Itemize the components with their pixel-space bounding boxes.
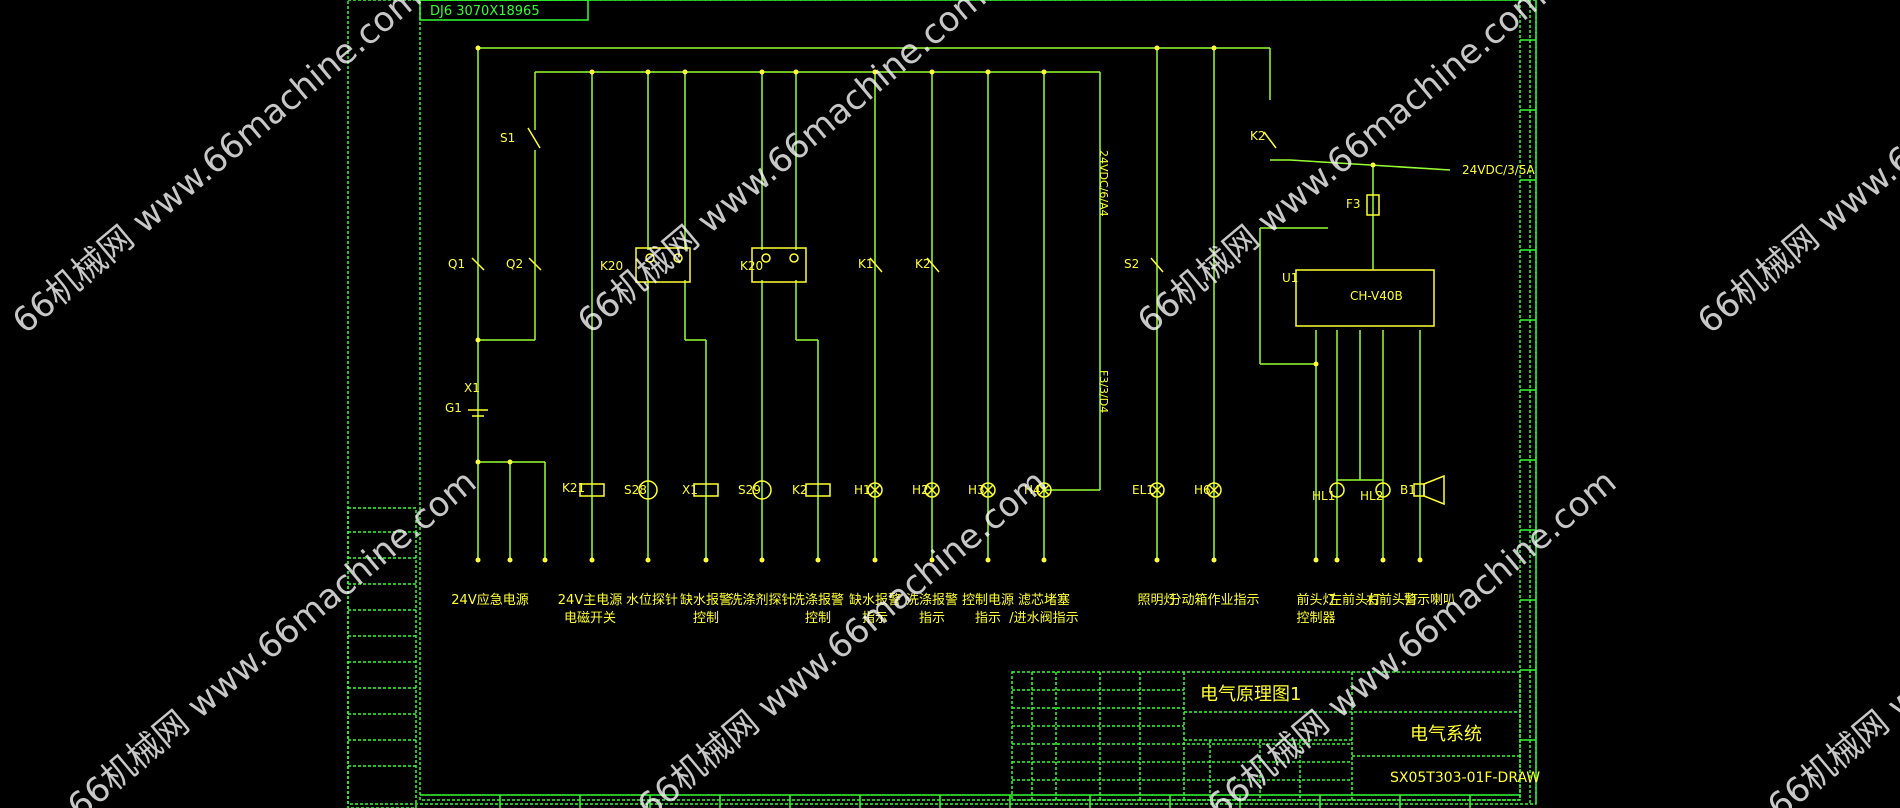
- sensor-s28: S28: [624, 480, 658, 500]
- label-q1: Q1: [448, 257, 465, 271]
- fuse-f3: F3: [1346, 194, 1380, 216]
- section-label-right-light: 右前头灯: [1366, 592, 1418, 608]
- lamp-hl1: HL1: [1312, 482, 1345, 503]
- label-q2: Q2: [506, 257, 523, 271]
- title-block-drawing-number: SX05T303-01F-DRAW: [1390, 770, 1540, 786]
- sensor-s29: S29: [738, 480, 772, 500]
- watermark-2: 66机械网 www.66machine.com: [570, 0, 994, 342]
- watermark-4: 66机械网 www.66machine.com: [1690, 0, 1900, 342]
- title-block-drawing-name: 电气系统: [1410, 724, 1482, 745]
- junction-dots: [475, 45, 1423, 563]
- section-label-main-switch: 24V主电源电磁开关: [558, 593, 622, 626]
- label-hl2: HL2: [1360, 489, 1383, 503]
- label-h4: H4: [1024, 483, 1041, 497]
- net-label-f3: F3/3/D4: [1097, 370, 1110, 413]
- title-block-drawing-title: 电气原理图1: [1200, 684, 1301, 705]
- coil-k2: K2: [792, 483, 831, 497]
- section-label-water-level: 水位探针: [626, 593, 678, 608]
- contact-k2: K2: [915, 257, 940, 273]
- section-label-water-alarm-ind: 缺水报警指示: [849, 592, 901, 626]
- lamp-h1: H1: [854, 482, 883, 498]
- section-label-horn: 警示喇叭: [1404, 592, 1456, 608]
- section-label-wash-alarm-ind: 洗涤报警指示: [906, 592, 958, 626]
- label-hl1: HL1: [1312, 489, 1335, 503]
- lamp-hl2: HL2: [1360, 482, 1391, 503]
- section-label-lighting: 照明灯: [1137, 593, 1176, 608]
- section-labels: 24V应急电源 24V主电源电磁开关水位探针缺水报警控制洗涤剂探针洗涤报警控制缺水…: [451, 592, 1456, 626]
- label-h2: H2: [912, 483, 929, 497]
- section-label-work-indicator: 分动箱作业指示: [1168, 592, 1259, 608]
- label-s2: S2: [1124, 257, 1139, 271]
- title-block: 电气原理图1 电气系统 SX05T303-01F-DRAW: [1011, 671, 1540, 801]
- section-label-wash-alarm: 洗涤报警控制: [792, 592, 844, 626]
- header-code: DJ6 3070X18965: [430, 4, 540, 19]
- label-h3: H3: [968, 483, 985, 497]
- label-g1: G1: [445, 401, 462, 415]
- revision-table-left: [347, 507, 417, 808]
- relay-k20-a: K20: [600, 247, 691, 283]
- label-el1: EL1: [1132, 483, 1154, 497]
- horn-b1: B1: [1400, 474, 1445, 506]
- label-k1: K1: [858, 257, 874, 271]
- label-k2: K2: [792, 483, 808, 497]
- switch-s1: S1: [500, 127, 541, 149]
- lamp-h6: H6: [1194, 482, 1222, 498]
- breaker-q2: Q2: [506, 257, 542, 271]
- section-label-control-power: 控制电源指示: [962, 593, 1014, 626]
- section-label-wash-probe: 洗涤剂探针: [729, 593, 794, 608]
- label-k20-b: K20: [740, 259, 763, 273]
- watermark-1: 66机械网 www.66machine.com: [5, 0, 429, 342]
- label-u1-type: CH-V40B: [1350, 289, 1403, 303]
- section-label-power: 24V应急电源: [451, 592, 528, 608]
- battery-g1: G1: [445, 401, 488, 417]
- lamp-h4: H4: [1024, 482, 1052, 498]
- contact-k1: K1: [858, 257, 883, 273]
- label-s28: S28: [624, 483, 647, 497]
- label-u1: U1: [1282, 271, 1298, 285]
- label-k21: K21: [562, 481, 585, 495]
- section-label-water-alarm: 缺水报警控制: [680, 592, 732, 626]
- lamp-h3: H3: [968, 482, 996, 498]
- section-label-left-light: 左前头灯: [1329, 592, 1381, 608]
- net-label-output: 24VDC/3/5A: [1462, 163, 1535, 177]
- watermark-5: 66机械网 www.66machine.com: [60, 462, 484, 808]
- label-s1: S1: [500, 131, 515, 145]
- label-s29: S29: [738, 483, 761, 497]
- relay-k20-b: K20: [740, 247, 807, 283]
- module-u1: U1 CH-V40B: [1282, 269, 1435, 327]
- label-h6: H6: [1194, 483, 1211, 497]
- section-label-filter-valve: 滤芯堵塞/进水阀指示: [1009, 592, 1078, 626]
- label-b1: B1: [1400, 483, 1416, 497]
- net-label-vertical: 24VDC/6/A4: [1097, 150, 1110, 217]
- section-label-head-controller: 前头灯控制器: [1296, 592, 1335, 626]
- watermarks: 66机械网 www.66machine.com 66机械网 www.66mach…: [5, 0, 1900, 808]
- label-k2-top: K2: [1250, 129, 1266, 143]
- frame-ruler-bottom: [420, 794, 1520, 808]
- label-k20-a: K20: [600, 259, 623, 273]
- label-x1-coil: X1: [682, 483, 698, 497]
- frame-ruler-right: [1520, 39, 1536, 741]
- label-x1: X1: [464, 381, 480, 395]
- label-h1: H1: [854, 483, 871, 497]
- switch-s2: S2: [1124, 257, 1164, 273]
- coil-x1: X1: [682, 483, 719, 497]
- contact-k2-top: K2: [1250, 129, 1277, 149]
- components: S1 Q1 Q2 X1 G1 K20 K20: [445, 127, 1445, 506]
- watermark-6: 66机械网 www.66machine.com: [630, 462, 1054, 808]
- lamp-el1: EL1: [1132, 482, 1165, 498]
- watermark-8: 66机械网 www.66machine.com: [1760, 462, 1900, 808]
- lamp-h2: H2: [912, 482, 940, 498]
- breaker-q1: Q1: [448, 257, 485, 271]
- header-code-box: DJ6 3070X18965: [419, 0, 589, 21]
- wiring: [477, 47, 1451, 560]
- label-k2-contact: K2: [915, 257, 931, 271]
- coil-k21: K21: [562, 481, 605, 497]
- label-f3: F3: [1346, 197, 1361, 211]
- net-labels: 24VDC/3/5A 24VDC/6/A4 F3/3/D4: [1097, 150, 1535, 413]
